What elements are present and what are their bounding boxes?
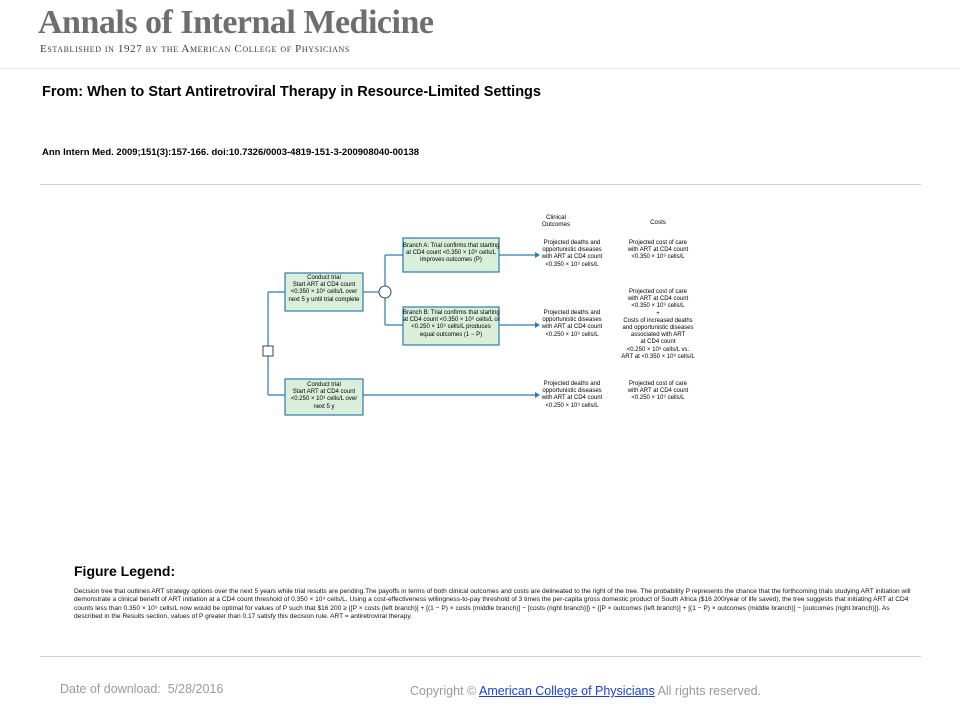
branch-b-box xyxy=(402,306,500,346)
divider-bottom xyxy=(40,656,921,657)
copyright-notice: Copyright © American College of Physicia… xyxy=(410,684,761,698)
figure-legend-heading: Figure Legend: xyxy=(74,563,176,579)
col-costs: Costs xyxy=(650,219,666,226)
download-label: Date of download: xyxy=(60,682,161,696)
journal-tagline: Established in 1927 by the American Coll… xyxy=(40,43,350,55)
journal-header: Annals of Internal Medicine Established … xyxy=(0,0,960,69)
download-date: Date of download: 5/28/2016 xyxy=(60,682,223,696)
arrowhead xyxy=(535,252,540,258)
decision-node xyxy=(262,345,274,357)
conduct-trial-a-box xyxy=(284,272,364,312)
divider-top xyxy=(40,184,921,185)
journal-logo: Annals of Internal Medicine xyxy=(38,4,434,41)
conduct-trial-b-box xyxy=(284,378,364,416)
figure-legend-text: Decision tree that outlines ART strategy… xyxy=(74,588,911,621)
article-citation: Ann Intern Med. 2009;151(3):157-166. doi… xyxy=(42,147,420,158)
article-title: From: When to Start Antiretroviral Thera… xyxy=(42,84,541,100)
arrowhead xyxy=(535,392,540,398)
copyright-suffix: All rights reserved. xyxy=(657,684,762,698)
copyright-prefix: Copyright © xyxy=(410,684,477,698)
chance-node xyxy=(378,285,392,299)
arrowhead xyxy=(535,322,540,328)
decision-tree-diagram xyxy=(262,237,540,416)
branch-a-box xyxy=(402,237,500,273)
acp-link[interactable]: American College of Physicians xyxy=(478,684,655,698)
download-date-value: 5/28/2016 xyxy=(167,682,224,696)
